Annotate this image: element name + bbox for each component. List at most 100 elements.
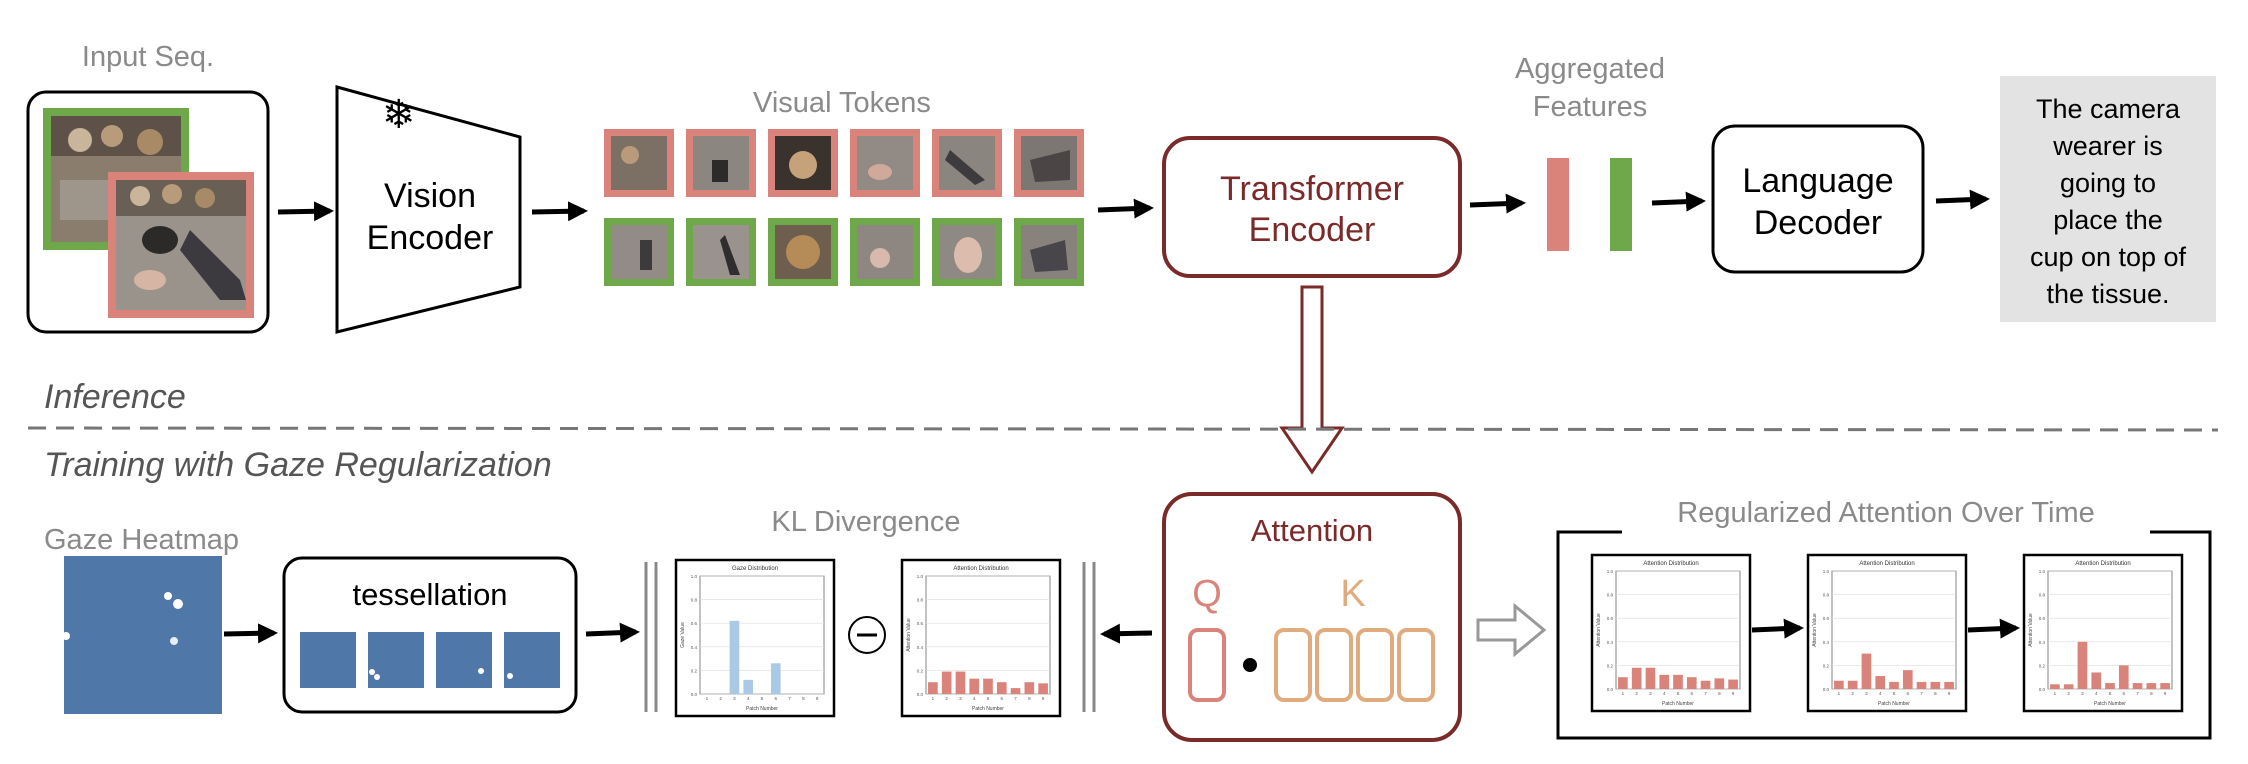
chart-ytick-label: 0.6 xyxy=(691,621,698,626)
key-vectors xyxy=(1274,628,1435,702)
token-salmon-5 xyxy=(932,129,1002,197)
chart-bar xyxy=(1686,677,1697,689)
chart-bar xyxy=(2105,683,2115,689)
chart-xtick-label: 9 xyxy=(1732,691,1735,696)
chart-ytick-label: 0.0 xyxy=(691,692,698,697)
chart-xtick-label: 7 xyxy=(2136,691,2139,696)
chart-bar xyxy=(2132,683,2143,689)
chart-ytick-label: 0.4 xyxy=(691,645,698,650)
chart-ytick-label: 0.4 xyxy=(1607,640,1614,645)
chart-bar xyxy=(1889,681,1899,689)
chart-bar xyxy=(1010,688,1021,694)
chart-ytick-label: 0.8 xyxy=(1823,593,1830,598)
q-label: Q xyxy=(1192,573,1222,615)
chart-bar xyxy=(1024,682,1035,694)
chart-bar xyxy=(1847,680,1858,689)
chart-ytick-label: 1.0 xyxy=(691,574,698,579)
chart-bar xyxy=(2146,683,2157,689)
chart-xtick-label: 8 xyxy=(2150,691,2153,696)
dot-product-icon xyxy=(1243,658,1257,672)
chart-xtick-label: 4 xyxy=(2095,691,2098,696)
tessellation-patches xyxy=(300,632,560,688)
chart-ytick-label: 0.0 xyxy=(1607,687,1614,692)
chart-xtick-label: 7 xyxy=(1014,696,1017,701)
chart-ytick-label: 0.0 xyxy=(1823,687,1830,692)
tessellation-label: tessellation xyxy=(352,577,507,612)
chart-ytick-label: 0.8 xyxy=(2039,593,2046,598)
language-decoder-label-line2: Decoder xyxy=(1754,204,1883,242)
transformer-encoder-block xyxy=(1162,136,1462,278)
chart-ytick-label: 0.2 xyxy=(917,668,924,673)
chart-bar xyxy=(1916,681,1927,689)
token-green-4 xyxy=(850,218,920,286)
chart-xtick-label: 7 xyxy=(788,696,791,701)
chart-xtick-label: 3 xyxy=(959,696,962,701)
chart-xtick-label: 8 xyxy=(1718,691,1721,696)
chart-bar xyxy=(770,663,781,694)
chart-ytick-label: 0.2 xyxy=(1823,663,1830,668)
attention-label: Attention xyxy=(1251,513,1373,548)
chart-xtick-label: 4 xyxy=(747,696,750,701)
chart-xtick-label: 5 xyxy=(987,696,990,701)
chart-bar xyxy=(969,678,980,694)
chart-title: Gaze Distribution xyxy=(732,566,778,572)
snowflake-icon: ❄ xyxy=(382,93,416,137)
token-salmon-3 xyxy=(768,129,838,197)
kl-divergence-label: KL Divergence xyxy=(771,506,960,538)
chart-xtick-label: 4 xyxy=(1663,691,1666,696)
inference-section-label: Inference xyxy=(44,378,186,416)
chart-ytick-label: 1.0 xyxy=(2039,569,2046,574)
chart-xlabel: Patch Number xyxy=(972,706,1004,712)
chart-xtick-label: 6 xyxy=(2123,691,2126,696)
chart-bar xyxy=(1861,653,1872,689)
gaze-heatmap-image xyxy=(62,556,222,714)
chart-xtick-label: 8 xyxy=(1028,696,1031,701)
chart-xtick-label: 1 xyxy=(932,696,935,701)
chart-xlabel: Patch Number xyxy=(1878,701,1910,707)
chart-xtick-label: 3 xyxy=(1649,691,1652,696)
output-line-6: the tissue. xyxy=(2046,279,2169,309)
chart-bar xyxy=(1700,680,1711,689)
arrow-heatmap-to-tessellation xyxy=(223,623,278,644)
arrow-decoder-to-output xyxy=(1935,189,1990,210)
attention-t1-chart: Attention Distribution0.00.20.40.60.81.0… xyxy=(1590,553,1752,713)
arrow-attention-to-kl xyxy=(1100,623,1153,644)
chart-ytick-label: 0.2 xyxy=(2039,663,2046,668)
chart-xtick-label: 8 xyxy=(802,696,805,701)
chart-xtick-label: 8 xyxy=(1934,691,1937,696)
chart-xtick-label: 3 xyxy=(733,696,736,701)
token-salmon-1 xyxy=(604,129,674,197)
regularized-attention-frame xyxy=(1556,530,2212,740)
chart-bar xyxy=(2118,665,2129,689)
arrow-encoder-to-tokens xyxy=(531,201,588,222)
chart-bar xyxy=(1038,683,1048,694)
chart-bar xyxy=(1875,676,1886,689)
aggregated-features-label-line2: Features xyxy=(1533,91,1647,123)
output-text: The camera wearer is going to place the … xyxy=(2030,94,2187,309)
attention-t3-chart: Attention Distribution0.00.20.40.60.81.0… xyxy=(2022,553,2184,713)
arrow-transformer-to-features xyxy=(1469,193,1526,214)
chart-xtick-label: 2 xyxy=(2067,691,2070,696)
chart-bar xyxy=(983,678,993,694)
tessellation-patch-3 xyxy=(436,632,492,688)
chart-ytick-label: 1.0 xyxy=(1823,569,1830,574)
chart-ytick-label: 0.0 xyxy=(917,692,924,697)
chart-xtick-label: 3 xyxy=(1865,691,1868,696)
chart-bar xyxy=(1902,670,1913,689)
token-green-5 xyxy=(932,218,1002,286)
chart-ytick-label: 0.4 xyxy=(2039,640,2046,645)
chart-ytick-label: 0.6 xyxy=(2039,616,2046,621)
chart-bar xyxy=(1659,674,1670,689)
output-line-1: The camera xyxy=(2036,94,2181,124)
chart-bar xyxy=(2160,683,2170,689)
inference-training-divider xyxy=(27,426,2219,432)
chart-bar xyxy=(729,620,740,694)
vision-encoder-label-line1: Vision xyxy=(384,177,476,215)
chart-title: Attention Distribution xyxy=(953,566,1008,572)
training-section-label: Training with Gaze Regularization xyxy=(44,446,552,484)
chart-ytick-label: 0.2 xyxy=(691,668,698,673)
output-line-4: place the xyxy=(2053,205,2163,235)
regularized-attention-label: Regularized Attention Over Time xyxy=(1677,497,2094,529)
chart-xtick-label: 4 xyxy=(973,696,976,701)
chart-frame xyxy=(674,558,836,718)
